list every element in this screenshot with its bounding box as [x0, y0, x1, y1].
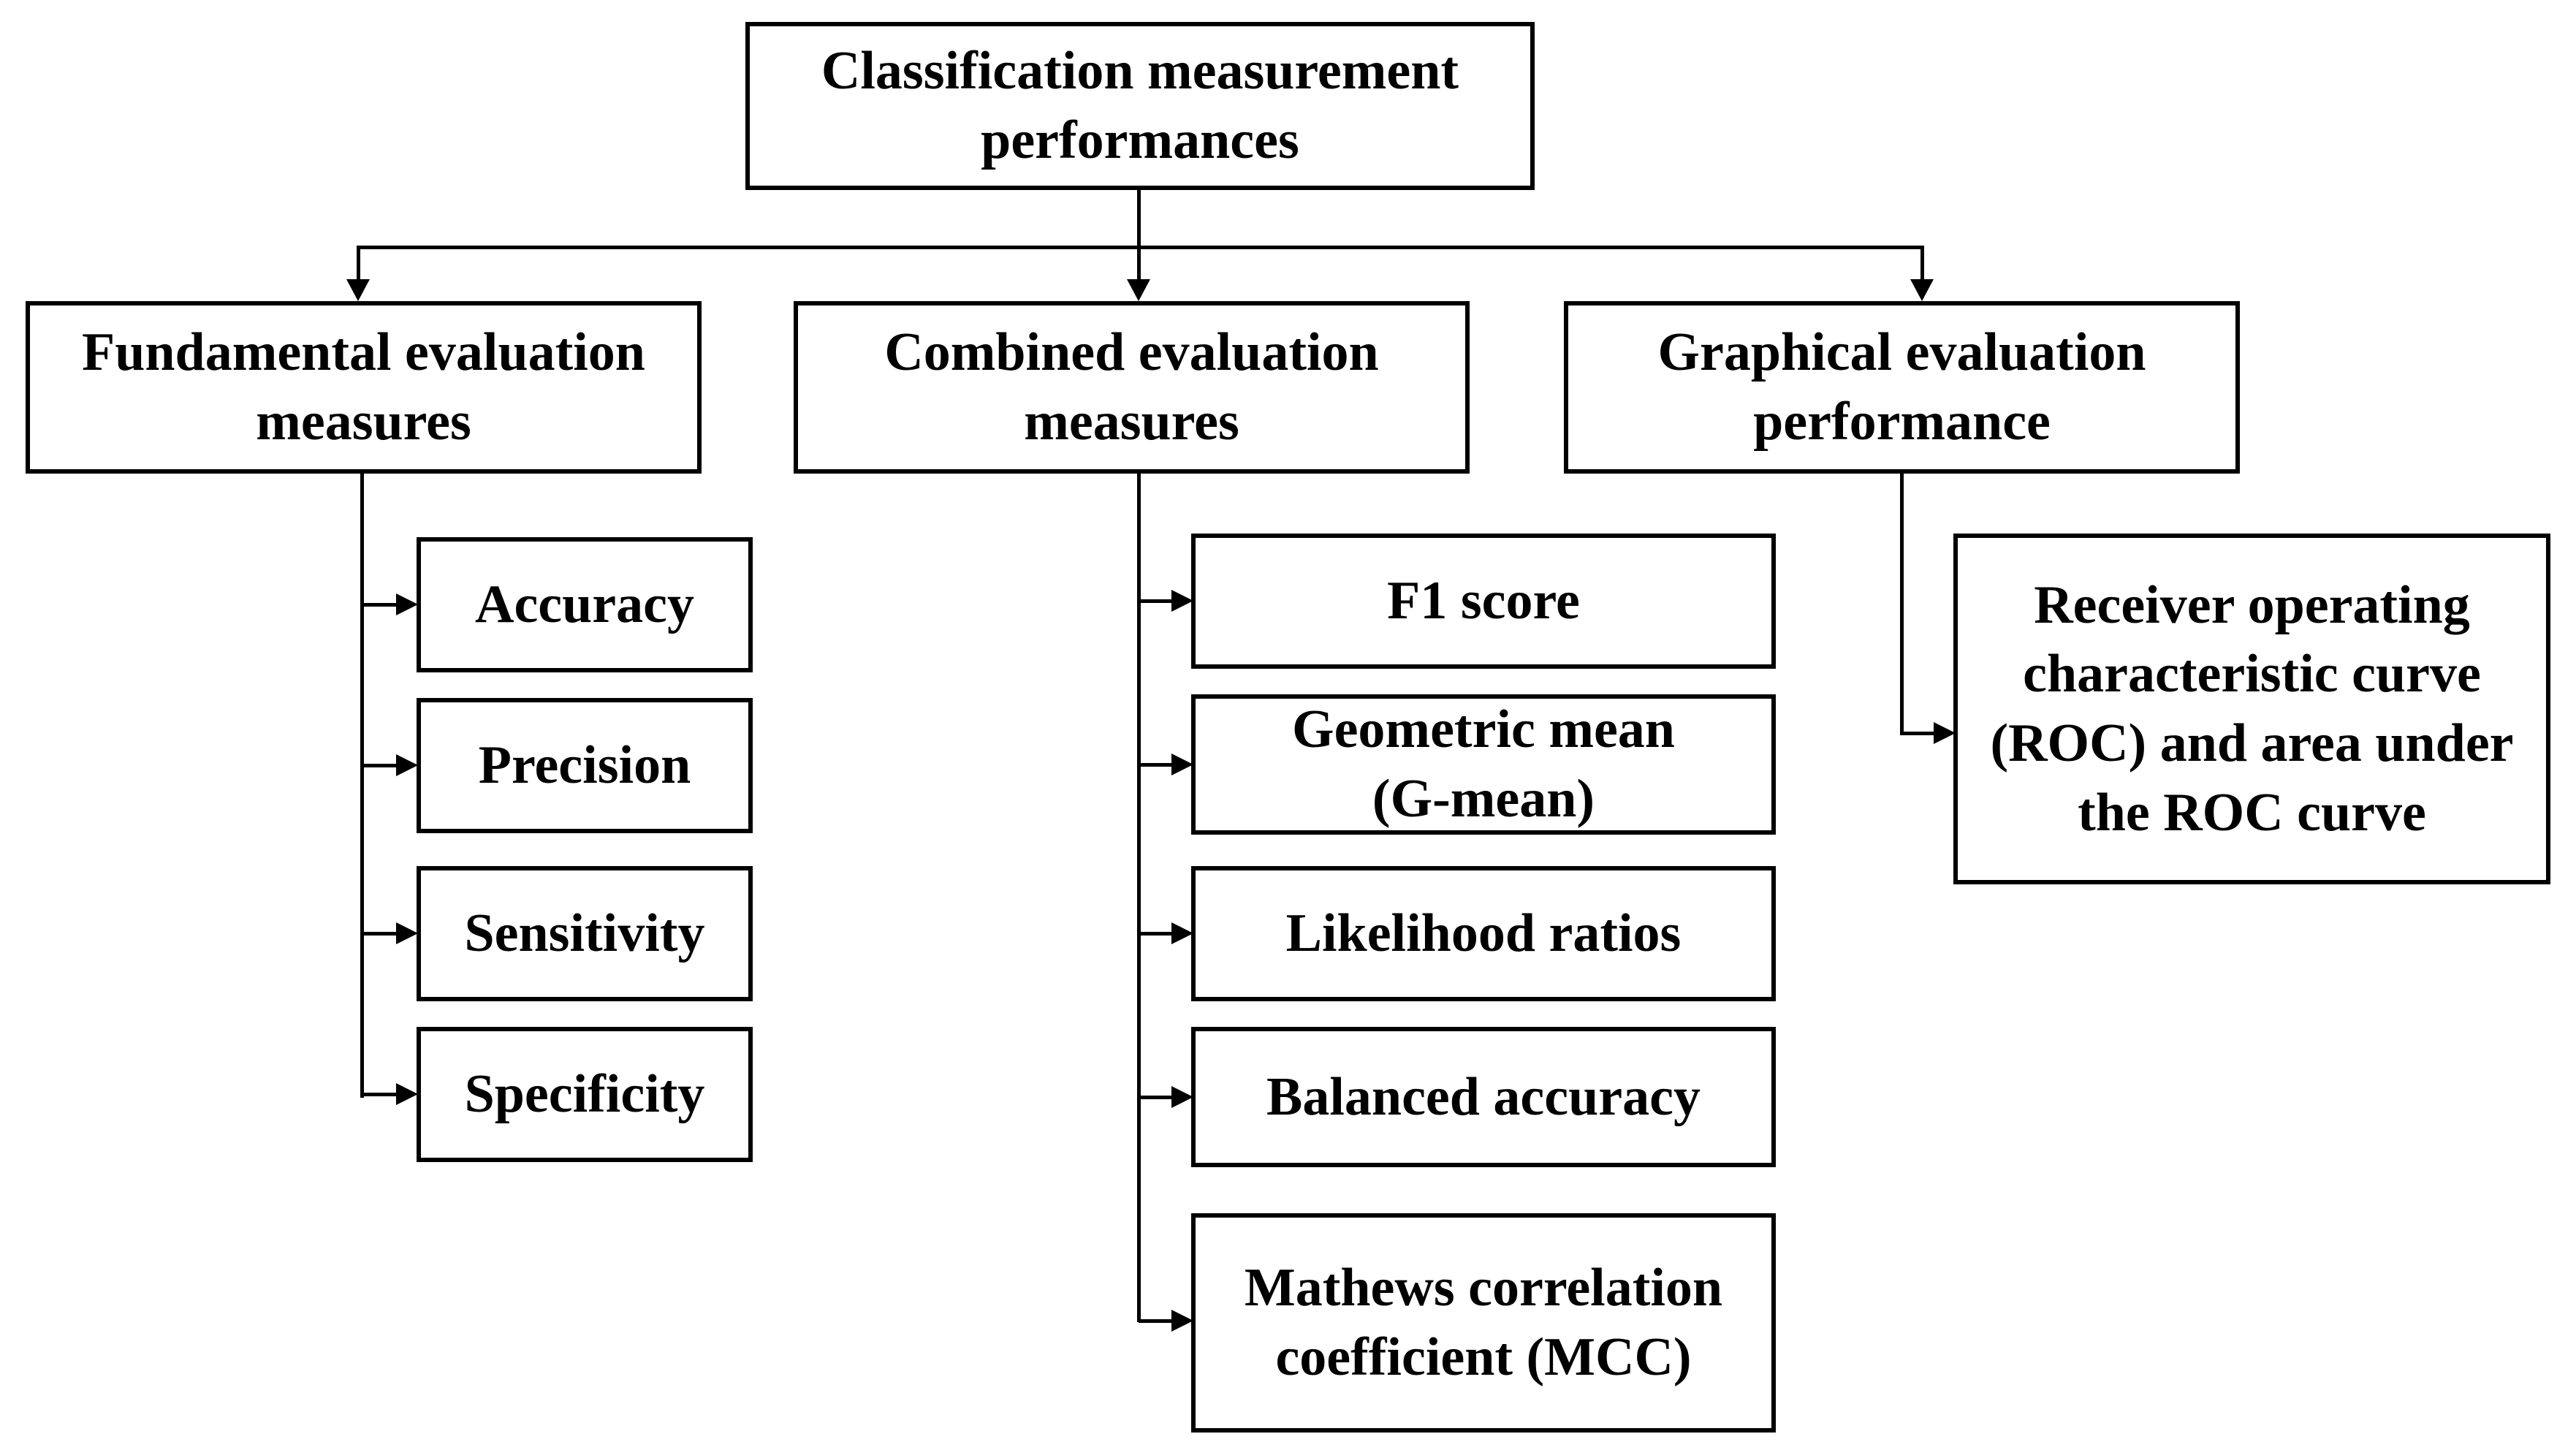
connector-branch-precision	[362, 764, 398, 767]
node-sensitivity: Sensitivity	[417, 866, 753, 1001]
connector-branch-specificity	[362, 1093, 398, 1096]
connector-branch-accuracy	[362, 603, 398, 607]
node-accuracy: Accuracy	[417, 537, 753, 672]
arrowhead-right-icon	[1171, 1310, 1193, 1332]
connector-branch-mcc	[1139, 1319, 1174, 1323]
node-label: Combined evaluation measures	[884, 322, 1379, 452]
connector-branch-balanced-accuracy	[1139, 1096, 1174, 1099]
node-label: F1 score	[1387, 571, 1580, 631]
connector-graphical-spine	[1900, 472, 1904, 735]
node-mathews-correlation-coefficient: Mathews correlation coefficient (MCC)	[1191, 1213, 1776, 1432]
node-label: Precision	[478, 735, 691, 796]
node-label: Balanced accuracy	[1266, 1066, 1701, 1127]
connector-drop-middle	[1137, 246, 1141, 284]
connector-branch-likelihood-ratios	[1139, 932, 1174, 936]
node-label: Likelihood ratios	[1285, 903, 1682, 964]
arrowhead-right-icon	[1171, 1086, 1193, 1108]
node-roc-and-auc: Receiver operating characteristic curve …	[1953, 534, 2550, 884]
node-classification-measurement-performances: Classification measurement performances	[745, 22, 1535, 190]
connector-drop-right	[1920, 246, 1924, 284]
arrowhead-down-icon	[1910, 279, 1934, 301]
node-f1-score: F1 score	[1191, 534, 1776, 669]
node-graphical-evaluation-performance: Graphical evaluation performance	[1564, 301, 2240, 474]
arrowhead-right-icon	[1171, 590, 1193, 612]
node-fundamental-evaluation-measures: Fundamental evaluation measures	[26, 301, 702, 474]
connector-drop-left	[357, 246, 360, 284]
node-label: Geometric mean (G-mean)	[1292, 699, 1675, 829]
connector-branch-roc	[1900, 732, 1937, 735]
node-label: Mathews correlation coefficient (MCC)	[1244, 1258, 1723, 1387]
node-label: Fundamental evaluation measures	[82, 322, 645, 452]
node-label: Classification measurement performances	[821, 41, 1459, 170]
connector-branch-sensitivity	[362, 932, 398, 936]
arrowhead-right-icon	[1934, 722, 1956, 744]
arrowhead-right-icon	[396, 1083, 418, 1105]
node-precision: Precision	[417, 698, 753, 833]
connector-branch-f1-score	[1139, 599, 1174, 603]
node-label: Receiver operating characteristic curve …	[1990, 574, 2514, 843]
connector-fundamental-spine	[360, 472, 364, 1098]
node-label: Sensitivity	[464, 903, 705, 964]
node-label: Accuracy	[475, 574, 694, 635]
node-likelihood-ratios: Likelihood ratios	[1191, 866, 1776, 1001]
node-combined-evaluation-measures: Combined evaluation measures	[794, 301, 1470, 474]
arrowhead-down-icon	[1127, 279, 1150, 301]
arrowhead-right-icon	[396, 922, 418, 944]
node-label: Specificity	[464, 1064, 705, 1125]
node-label: Graphical evaluation performance	[1657, 322, 2146, 452]
arrowhead-right-icon	[1171, 922, 1193, 944]
arrowhead-down-icon	[346, 279, 370, 301]
connector-root-stem	[1137, 189, 1141, 248]
node-balanced-accuracy: Balanced accuracy	[1191, 1027, 1776, 1167]
connector-combined-spine	[1137, 472, 1141, 1322]
arrowhead-right-icon	[396, 754, 418, 776]
arrowhead-right-icon	[396, 593, 418, 615]
arrowhead-right-icon	[1171, 754, 1193, 775]
node-geometric-mean: Geometric mean (G-mean)	[1191, 694, 1776, 835]
node-specificity: Specificity	[417, 1027, 753, 1162]
connector-branch-g-mean	[1139, 763, 1174, 767]
